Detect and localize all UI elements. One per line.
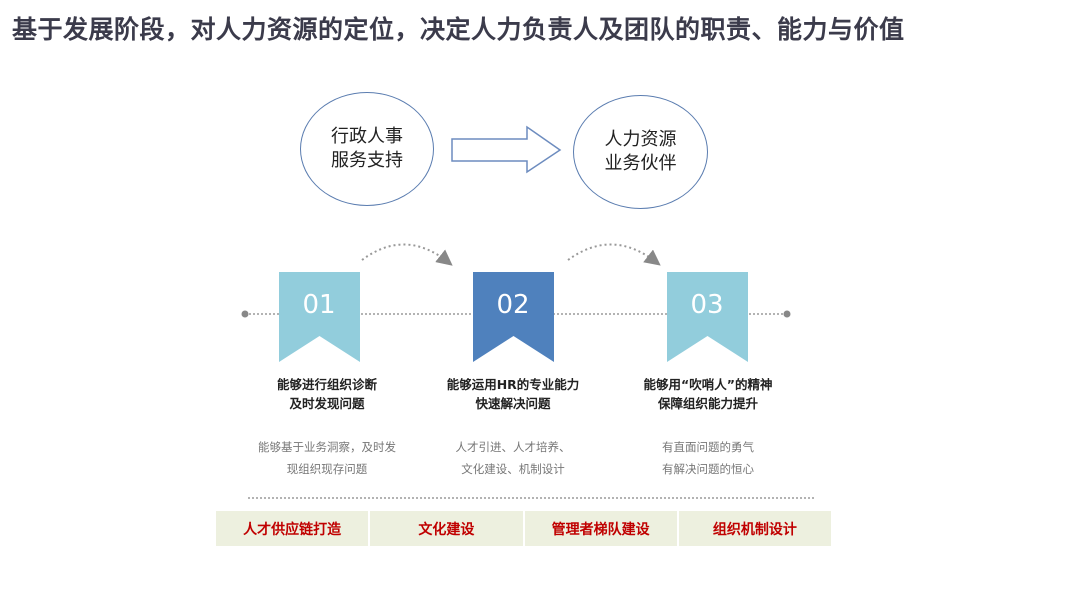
step-3-desc: 有直面问题的勇气 有解决问题的恒心 (608, 436, 808, 480)
step-2-title-line-2: 快速解决问题 (475, 396, 551, 411)
transition-arrow (451, 125, 562, 174)
step-3-title-line-2: 保障组织能力提升 (657, 396, 758, 411)
step-3-title: 能够用“吹哨人”的精神 保障组织能力提升 (608, 375, 808, 413)
step-1-title-line-1: 能够进行组织诊断 (276, 377, 377, 392)
step-1-title: 能够进行组织诊断 及时发现问题 (227, 375, 427, 413)
bottom-item-talent-supply: 人才供应链打造 (216, 511, 369, 546)
from-circle: 行政人事 服务支持 (300, 92, 434, 206)
step-3-title-line-1: 能够用“吹哨人”的精神 (643, 377, 773, 392)
step-3-banner (667, 272, 748, 362)
to-circle-line-1: 人力资源 (604, 129, 677, 150)
to-circle-line-2: 业务伙伴 (604, 153, 677, 174)
bottom-bar: 人才供应链打造 文化建设 管理者梯队建设 组织机制设计 (216, 511, 831, 546)
page-title: 基于发展阶段，对人力资源的定位，决定人力负责人及团队的职责、能力与价值 (12, 15, 905, 44)
step-2-title: 能够运用HR的专业能力 快速解决问题 (413, 375, 613, 413)
timeline-end-dot (783, 310, 791, 318)
from-circle-line-2: 服务支持 (331, 150, 403, 171)
step-2-desc: 人才引进、人才培养、 文化建设、机制设计 (413, 436, 613, 480)
step-2-banner (473, 272, 554, 362)
bottom-item-manager-pipeline: 管理者梯队建设 (524, 511, 677, 546)
step-1-title-line-2: 及时发现问题 (289, 396, 365, 411)
bottom-item-org-mechanism: 组织机制设计 (678, 511, 831, 546)
step-3-number: 03 (690, 290, 724, 320)
step-2-desc-line-1: 人才引进、人才培养、 (455, 440, 571, 454)
step-2-title-line-1: 能够运用HR的专业能力 (446, 377, 580, 392)
step-1-desc-line-2: 现组织现存问题 (286, 462, 368, 476)
to-circle: 人力资源 业务伙伴 (573, 95, 708, 209)
step-2-number: 02 (496, 290, 530, 320)
from-circle-line-1: 行政人事 (331, 126, 403, 147)
step-3-desc-line-1: 有直面问题的勇气 (662, 440, 754, 454)
step-1-desc-line-1: 能够基于业务洞察，及时发 (258, 440, 396, 454)
step-1-banner (279, 272, 360, 362)
timeline-start-dot (241, 310, 249, 318)
curve-arrow-1 (361, 243, 453, 266)
step-2-desc-line-2: 文化建设、机制设计 (461, 462, 565, 476)
bottom-item-culture: 文化建设 (370, 511, 523, 546)
step-3-desc-line-2: 有解决问题的恒心 (662, 462, 754, 476)
step-1-desc: 能够基于业务洞察，及时发 现组织现存问题 (227, 436, 427, 480)
curve-arrow-2 (567, 243, 661, 266)
step-1-number: 01 (302, 290, 336, 320)
